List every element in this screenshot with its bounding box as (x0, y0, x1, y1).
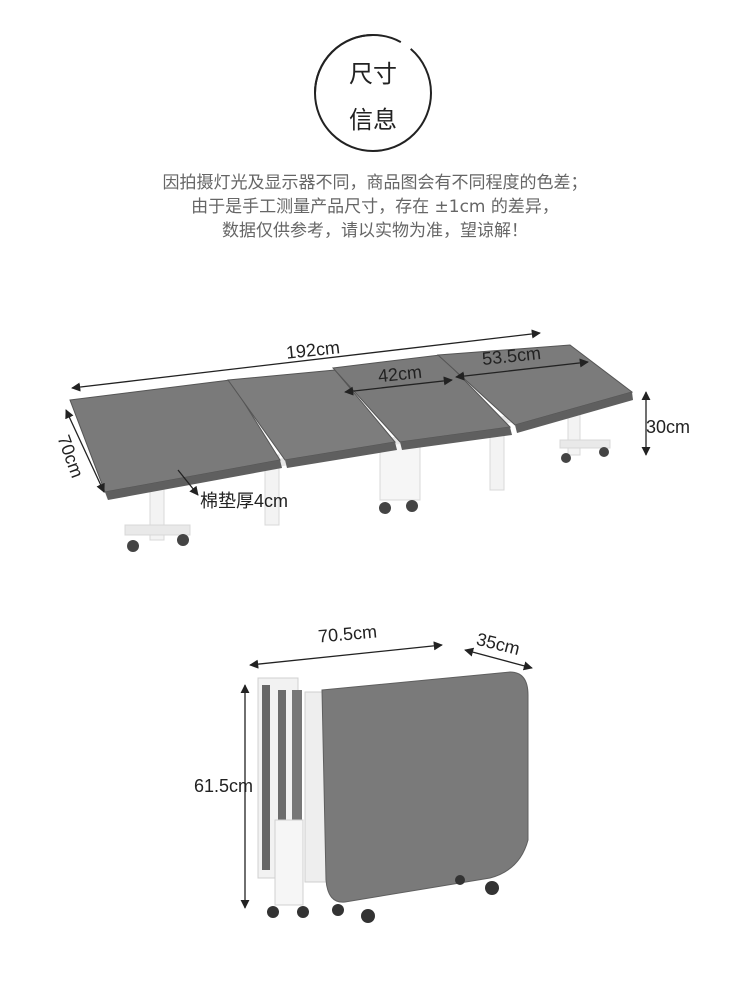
folded-dimension-lines (240, 641, 533, 909)
notice-line-2: 由于是手工测量产品尺寸，存在 ±1cm 的差异， (191, 197, 559, 217)
notice-line-3: 数据仅供参考，请以实物为准，望谅解！ (222, 221, 528, 241)
cushion-thickness-label: 棉垫厚4cm (200, 491, 289, 511)
cushion-edges (105, 392, 633, 500)
title-line-1: 尺寸 (349, 60, 397, 88)
bed-height-label: 30cm (646, 417, 691, 437)
notice-line-1: 因拍摄灯光及显示器不同，商品图会有不同程度的色差； (162, 173, 588, 193)
badge-circle (314, 34, 432, 152)
folded-bed (257, 671, 529, 923)
bed-wheels (127, 447, 609, 552)
title-badge: 尺寸 信息 (312, 32, 434, 154)
folded-height-label: 61.5cm (194, 776, 254, 796)
title-line-2: 信息 (349, 106, 397, 134)
bed-dimension-lines (65, 329, 651, 496)
